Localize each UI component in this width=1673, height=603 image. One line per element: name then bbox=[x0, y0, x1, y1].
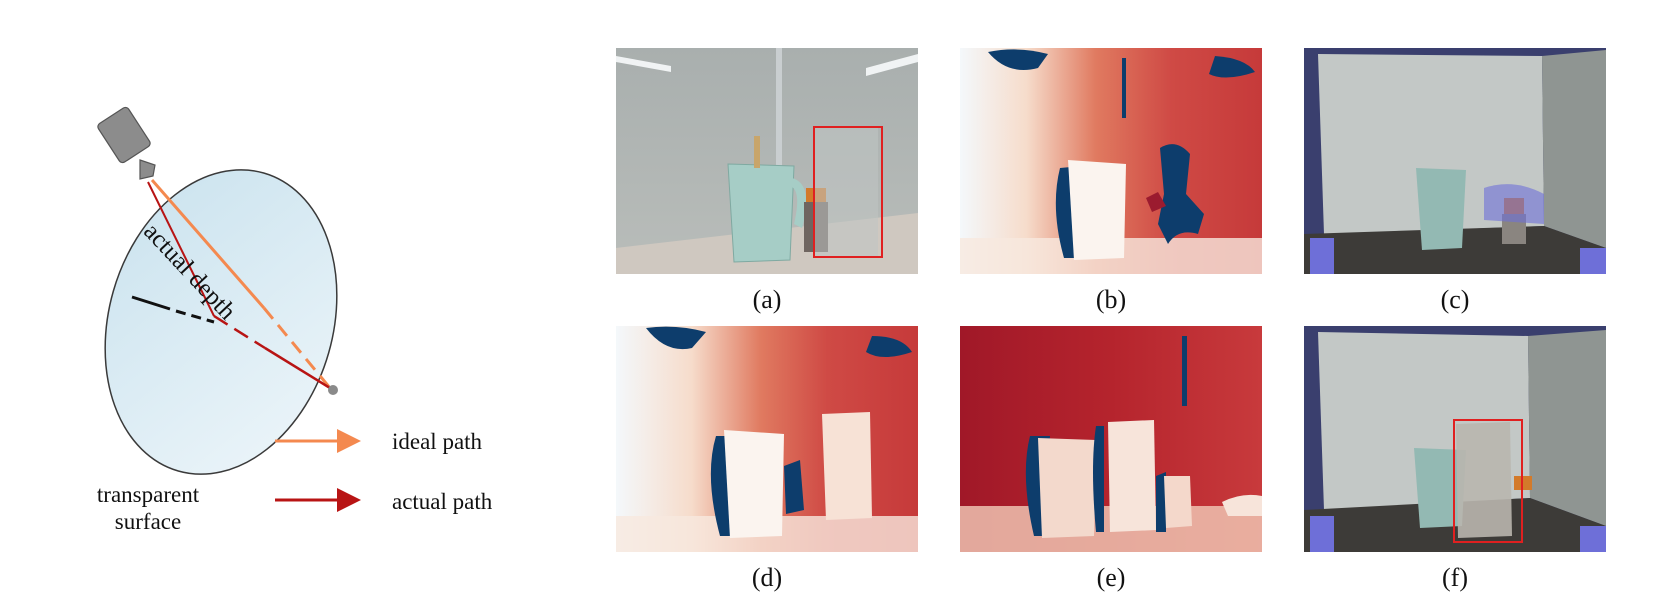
transparent-surface-diagram bbox=[97, 106, 361, 512]
panel-b-depth-map bbox=[960, 48, 1262, 274]
caption-e: (e) bbox=[1096, 563, 1126, 592]
actual-path-line-reflect bbox=[213, 314, 266, 350]
legend-ideal-label: ideal path bbox=[392, 429, 483, 454]
surface-label: transparent surface bbox=[88, 481, 208, 535]
panel-c-point-cloud bbox=[1304, 48, 1606, 274]
highlight-box-f bbox=[1453, 419, 1523, 543]
caption-c: (c) bbox=[1440, 285, 1470, 314]
caption-d: (d) bbox=[751, 563, 783, 592]
surface-label-line1: transparent bbox=[96, 482, 200, 507]
ideal-path-line bbox=[150, 179, 266, 309]
ideal-path-dashed bbox=[262, 307, 332, 389]
depth-measure-dashed bbox=[175, 309, 215, 324]
legend-actual-label: actual path bbox=[392, 489, 493, 514]
panel-a-rgb-image bbox=[616, 48, 918, 274]
transparent-surface-shape bbox=[104, 169, 338, 475]
panel-f-point-cloud bbox=[1304, 326, 1606, 552]
actual-path-line-in bbox=[147, 181, 215, 317]
depth-measure-line bbox=[131, 295, 171, 311]
caption-b: (b) bbox=[1095, 285, 1127, 314]
panel-d-depth-map bbox=[616, 326, 918, 552]
camera-icon bbox=[97, 106, 156, 180]
panel-e-depth-map bbox=[960, 326, 1262, 552]
actual-path-line-out bbox=[264, 346, 331, 390]
target-point bbox=[328, 385, 338, 395]
highlight-box-a bbox=[813, 126, 883, 258]
surface-label-line2: surface bbox=[114, 509, 182, 534]
caption-a: (a) bbox=[752, 285, 782, 314]
caption-f: (f) bbox=[1442, 563, 1468, 592]
